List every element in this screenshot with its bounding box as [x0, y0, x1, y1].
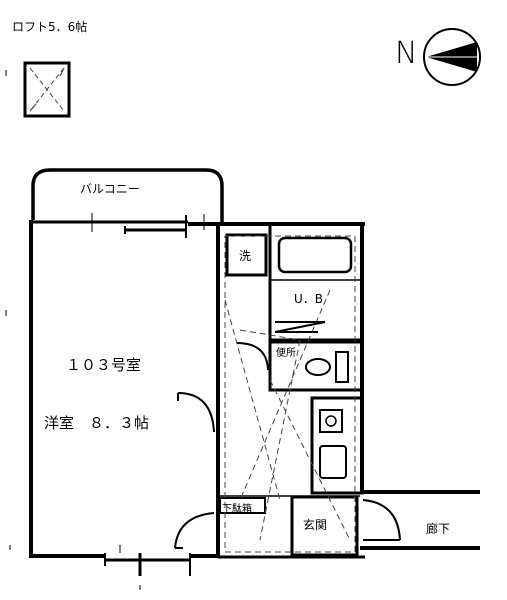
room-walls	[29, 220, 480, 559]
loft-label: ロフト5．6帖	[12, 20, 88, 34]
loft-symbol	[23, 61, 71, 118]
washer-label: 洗	[239, 249, 252, 263]
room-size-label: 洋室 ８．３帖	[44, 414, 150, 432]
balcony-outline	[31, 168, 224, 224]
tick-marks	[5, 70, 141, 590]
door-swings	[174, 342, 401, 549]
entrance-label: 玄関	[303, 518, 328, 532]
toilet-label: 便所	[276, 348, 296, 359]
dashed-guides	[224, 235, 356, 553]
north-label: N	[395, 36, 418, 71]
wet-area-partitions	[219, 222, 364, 557]
room-number-label: １０３号室	[66, 356, 142, 374]
corridor-label: 廊下	[426, 522, 451, 536]
balcony-label: バルコニー	[80, 182, 140, 196]
shoe-closet-label: 下駄箱	[222, 504, 252, 515]
unit-bath-label: U．B	[294, 292, 324, 306]
window-marks	[91, 213, 205, 576]
north-compass-icon	[423, 28, 481, 86]
